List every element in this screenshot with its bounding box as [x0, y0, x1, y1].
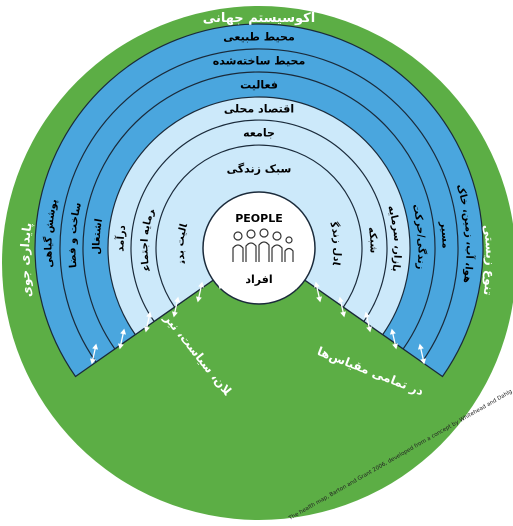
ring-title-4: اقتصاد محلی — [224, 103, 294, 116]
arrowhead — [92, 343, 99, 350]
arrowhead — [195, 296, 202, 303]
arrowhead — [366, 326, 373, 333]
arrowhead — [313, 281, 320, 288]
arrowhead — [89, 358, 96, 365]
ecosystem-title: اکوسیستم جهانی — [203, 11, 315, 26]
arrowhead — [117, 343, 124, 350]
ring-title-3: فعالیت — [240, 79, 278, 92]
arrowhead — [363, 311, 370, 318]
ring-right-label-2: مسیر — [438, 220, 451, 249]
arrowhead — [217, 283, 224, 290]
arrowhead — [174, 296, 181, 303]
people-figures-icon — [232, 228, 294, 262]
ring-left-label-3: اشتغال — [91, 218, 105, 255]
arrowhead — [292, 283, 299, 290]
scale-arrows — [89, 268, 427, 365]
arrowhead — [392, 343, 399, 350]
ring-title-5: جامعه — [243, 127, 275, 140]
arrowhead — [220, 268, 227, 275]
arrowhead — [389, 328, 396, 335]
arrowhead — [143, 326, 150, 333]
biodiversity-label: تنوع زیستی — [481, 224, 498, 297]
arrowhead — [198, 281, 205, 288]
people-label: افراد — [245, 273, 272, 286]
arrowhead — [120, 328, 127, 335]
arrowhead — [289, 268, 296, 275]
ring-left-label-4: درآمد — [114, 224, 129, 251]
people-heading: PEOPLE — [235, 212, 283, 225]
arrowhead — [340, 311, 347, 318]
arrowhead — [316, 296, 323, 303]
arrowhead — [171, 311, 178, 318]
ring-right-label-5: شبکه — [366, 226, 379, 253]
ring-title-6: سبک زندگی — [227, 163, 292, 176]
arrowhead — [420, 358, 427, 365]
arrowhead — [417, 343, 424, 350]
arrowhead — [146, 311, 153, 318]
ring-title-2: محیط ساخته‌شده — [213, 55, 306, 68]
arrowhead — [337, 296, 344, 303]
ring-title-1: محیط طبیعی — [223, 31, 295, 44]
